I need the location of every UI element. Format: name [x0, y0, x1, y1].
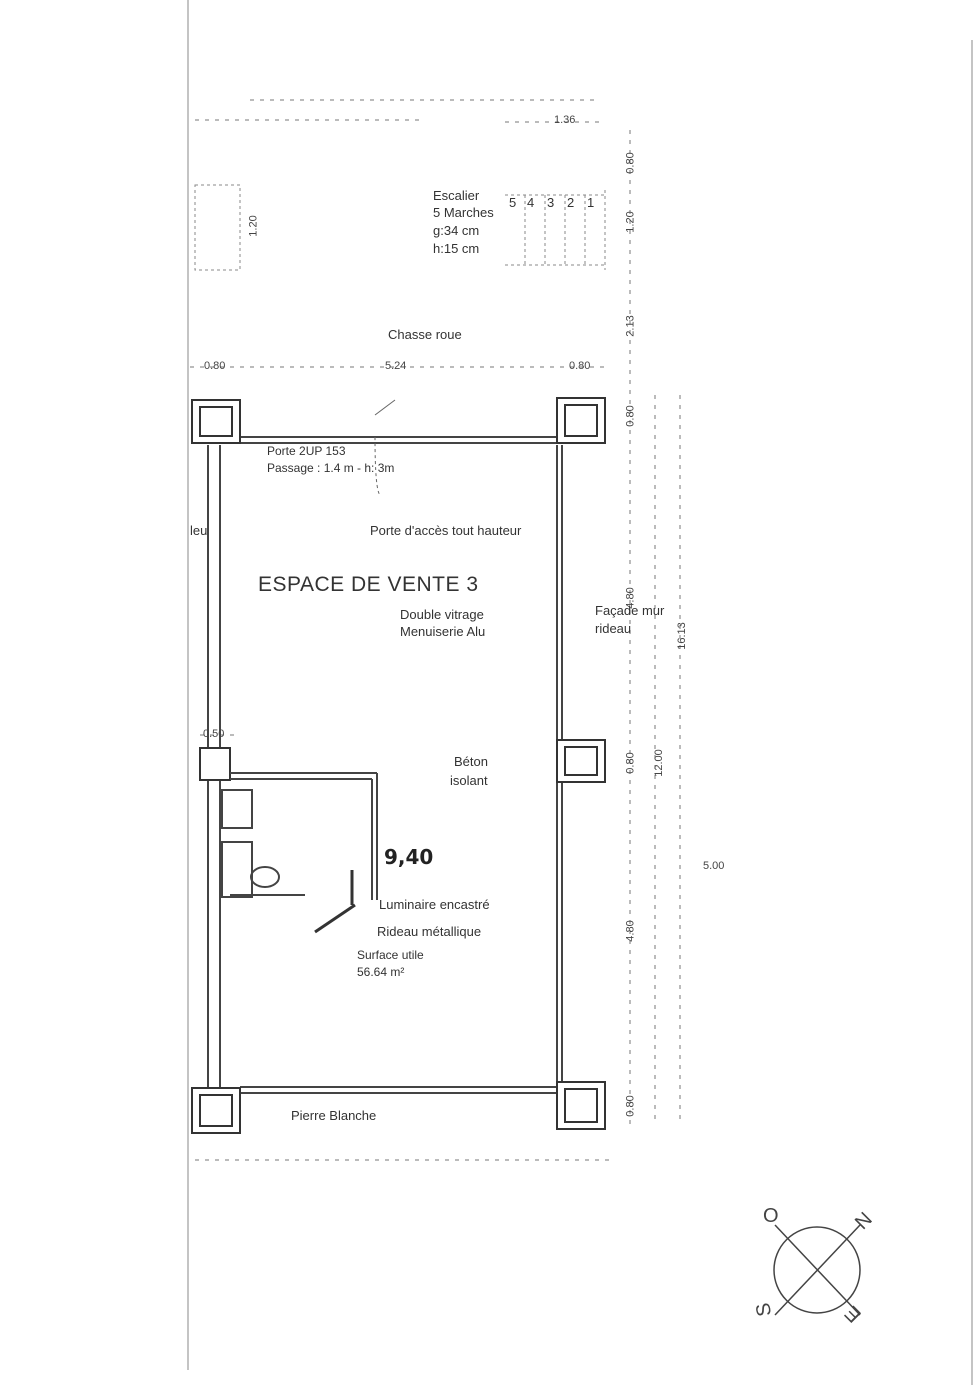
step-number: 3: [547, 195, 555, 210]
surface-label-1: Surface utile: [357, 948, 424, 962]
luminaire-label: Luminaire encastré: [379, 897, 490, 912]
dim-label: 1.20: [624, 211, 637, 233]
porte-label-2: Passage : 1.4 m - h: 3m: [267, 461, 395, 475]
dim-label: 1.36: [554, 114, 576, 126]
dim-label: 0.80: [624, 152, 637, 174]
compass-west: O: [763, 1205, 779, 1227]
rideau-handle: [314, 870, 356, 934]
step-number: 1: [587, 195, 595, 210]
dim-label: 0.50: [203, 728, 225, 740]
pierre-label: Pierre Blanche: [291, 1108, 377, 1123]
dim-label: 16.13: [675, 622, 688, 650]
surface-label-2: 56.64 m²: [357, 965, 405, 979]
dimension-lines: [190, 99, 681, 1161]
dim-label: 0.80: [569, 360, 591, 372]
left-cut-label: leu: [190, 523, 208, 538]
dim-label: 12.00: [652, 749, 665, 777]
dim-label: 0.80: [624, 405, 637, 427]
dim-label: 4.80: [624, 587, 637, 609]
compass-rose: [773, 1224, 861, 1316]
handwritten-number: 9,40: [384, 845, 434, 869]
stair-label-2: 5 Marches: [433, 205, 494, 220]
porte-label-1: Porte 2UP 153: [267, 444, 346, 458]
stair-label-3: g:34 cm: [433, 223, 480, 238]
vitrage-label-2: Menuiserie Alu: [400, 624, 486, 639]
facade-label-2: rideau: [595, 621, 632, 636]
step-number: 2: [567, 195, 575, 210]
beton-label-1: Béton: [454, 754, 488, 769]
dim-label: 2.13: [624, 315, 637, 337]
chasse-roue-label: Chasse roue: [388, 327, 462, 342]
step-number: 5: [509, 195, 517, 210]
facade-label-1: Façade mur: [595, 603, 665, 618]
dim-label: 0.80: [624, 752, 637, 774]
pillars: [191, 397, 606, 1134]
rideau-label: Rideau métallique: [377, 924, 482, 939]
room-title: ESPACE DE VENTE 3: [258, 573, 479, 596]
dim-label: 1.20: [247, 215, 260, 237]
wc-partition: [221, 772, 378, 900]
porte-acces-label: Porte d'accès tout hauteur: [370, 523, 522, 538]
dim-label: 0.80: [204, 360, 226, 372]
stair-label-4: h:15 cm: [433, 241, 480, 256]
dim-label: 0.80: [624, 1095, 637, 1117]
door-swing: [374, 399, 396, 496]
page-border-lines: [187, 0, 973, 1385]
beton-label-2: isolant: [450, 773, 488, 788]
dim-label: 5.24: [385, 360, 407, 372]
step-number: 4: [527, 195, 535, 210]
vitrage-label-1: Double vitrage: [400, 607, 484, 622]
stair-outline: [194, 184, 606, 271]
stair-label-1: Escalier: [433, 188, 480, 203]
dim-label: 5.00: [703, 860, 725, 872]
dim-label: 4.80: [624, 920, 637, 942]
